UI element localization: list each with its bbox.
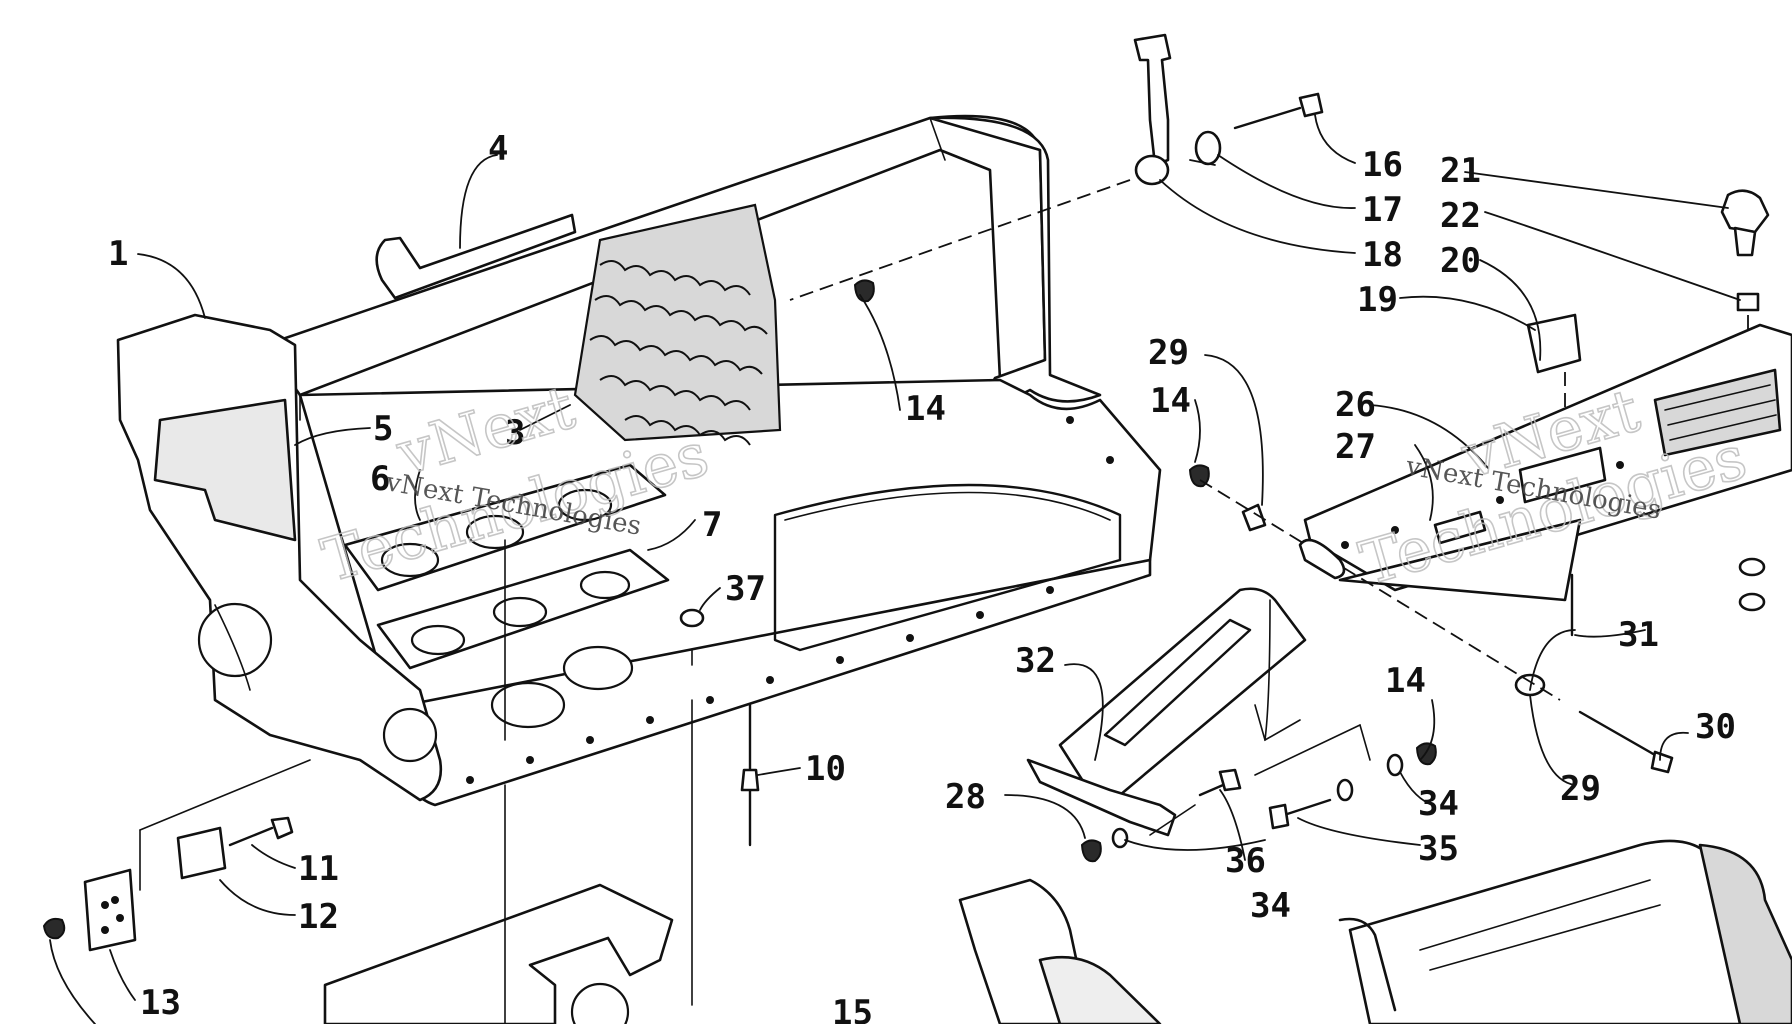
callout-21: 21 <box>1440 151 1481 191</box>
callout-12: 12 <box>298 897 339 937</box>
callout-30: 30 <box>1695 707 1736 747</box>
callout-34-right: 34 <box>1418 784 1459 824</box>
callout-29-top: 29 <box>1148 333 1189 373</box>
right-edge-washers <box>1738 557 1766 612</box>
callout-18: 18 <box>1362 235 1403 275</box>
callout-36: 36 <box>1225 841 1266 881</box>
callout-4: 4 <box>488 129 508 169</box>
part-20-rail <box>1303 323 1792 602</box>
callout-29-bottom: 29 <box>1560 769 1601 809</box>
leader-lines <box>49 114 1741 1024</box>
part-7-plate <box>376 548 670 670</box>
part-14-nut-top <box>853 279 875 303</box>
callout-14-right: 14 <box>1385 661 1426 701</box>
part-30-axle <box>1199 479 1674 774</box>
callout-7: 7 <box>702 505 722 545</box>
part-15-plate <box>323 883 674 1024</box>
callout-34-bottom: 34 <box>1250 886 1291 926</box>
callout-37: 37 <box>725 569 766 609</box>
callout-3: 3 <box>505 413 525 453</box>
callout-19: 19 <box>1357 280 1398 320</box>
part-19-clip <box>1526 313 1582 374</box>
callout-10: 10 <box>805 749 846 789</box>
callout-35: 35 <box>1418 829 1459 869</box>
part-6-plate <box>343 463 667 592</box>
part-4-handle <box>375 213 577 300</box>
callout-17: 17 <box>1362 190 1403 230</box>
callout-28: 28 <box>945 777 986 817</box>
callout-1: 1 <box>108 234 128 274</box>
part-10-rivet <box>740 703 760 847</box>
part-22-washer <box>1736 292 1760 312</box>
lip-holes <box>466 416 1114 784</box>
callout-32: 32 <box>1015 641 1056 681</box>
part-14-nut-mid <box>1188 464 1210 488</box>
callout-15: 15 <box>832 993 873 1024</box>
part-32-bracket <box>1026 587 1307 837</box>
part-18-lever <box>1133 33 1172 186</box>
part-21-knob <box>1720 189 1770 257</box>
callout-labels: 1 3 4 5 6 7 10 11 12 13 14 14 14 15 16 1… <box>108 129 1736 1024</box>
callout-14-mid: 14 <box>1150 381 1191 421</box>
part-3-foam-mat <box>573 203 782 446</box>
lower-right-bodywork <box>958 839 1792 1024</box>
parts-11-13-bracket <box>42 759 311 952</box>
callout-26: 26 <box>1335 385 1376 425</box>
part-37-nut <box>679 608 705 666</box>
part-17-washer <box>1194 130 1222 166</box>
main-frame-pan <box>116 114 1162 807</box>
callout-16: 16 <box>1362 145 1403 185</box>
callout-14-top: 14 <box>905 389 946 429</box>
callout-5: 5 <box>373 409 393 449</box>
part-16-bolt <box>1233 92 1324 130</box>
callout-31: 31 <box>1618 615 1659 655</box>
lower-hardware <box>1080 724 1437 863</box>
callout-11: 11 <box>298 849 339 889</box>
callout-22: 22 <box>1440 196 1481 236</box>
callout-20: 20 <box>1440 241 1481 281</box>
callout-6: 6 <box>370 459 390 499</box>
callout-27: 27 <box>1335 427 1376 467</box>
callout-13: 13 <box>140 983 181 1023</box>
